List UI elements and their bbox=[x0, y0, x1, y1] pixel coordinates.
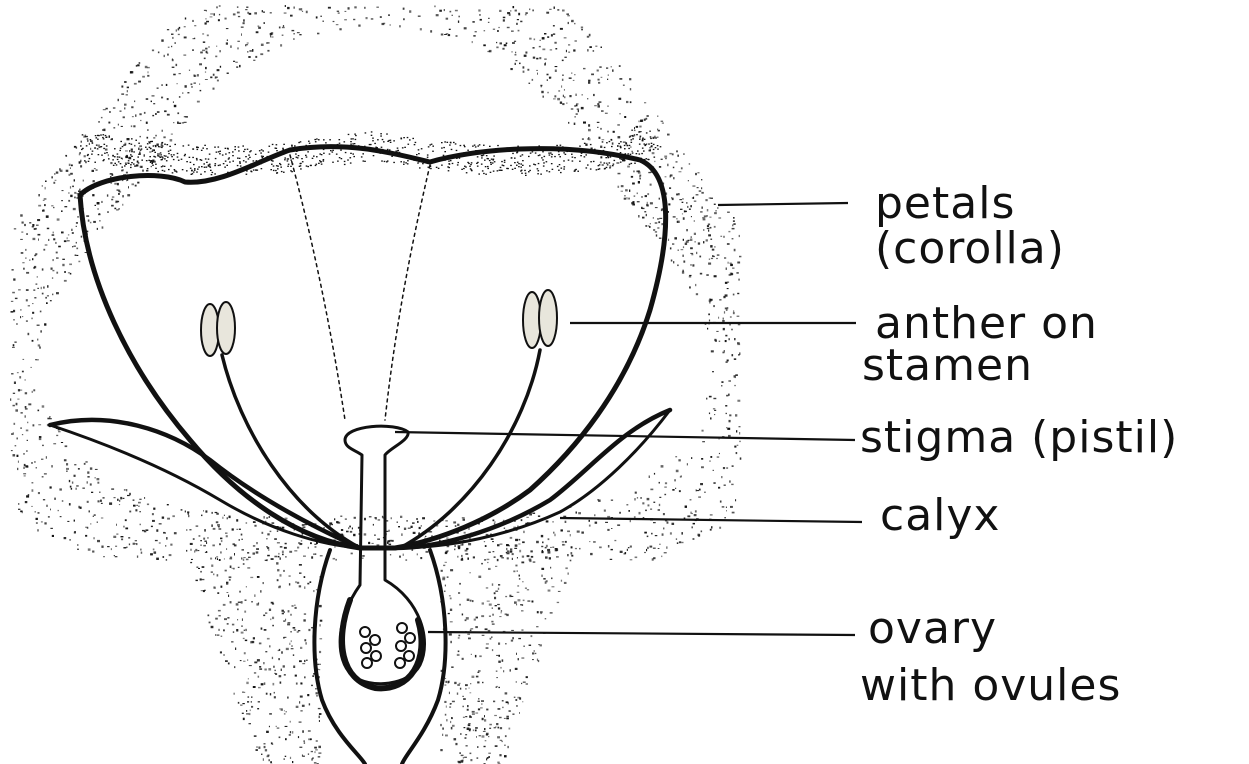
pistil bbox=[340, 426, 424, 688]
label-petals-line1: petals bbox=[875, 178, 1015, 229]
label-petals-line2: (corolla) bbox=[875, 223, 1065, 274]
calyx-leader bbox=[560, 518, 862, 522]
labels: petals (corolla) anther on stamen stigma… bbox=[860, 178, 1178, 711]
petals-leader bbox=[718, 203, 848, 205]
label-ovary-line1: ovary bbox=[868, 603, 997, 654]
ovary-leader bbox=[428, 632, 855, 635]
label-stigma: stigma (pistil) bbox=[860, 412, 1178, 463]
corolla bbox=[80, 147, 666, 548]
ovules bbox=[360, 623, 415, 668]
anther-left bbox=[201, 302, 235, 356]
label-ovary-line2: with ovules bbox=[860, 660, 1121, 711]
stamen-left bbox=[201, 302, 360, 548]
label-calyx: calyx bbox=[880, 490, 1000, 541]
label-anther-line2: stamen bbox=[862, 340, 1033, 391]
leader-lines bbox=[395, 203, 862, 635]
anther-right bbox=[523, 290, 557, 348]
